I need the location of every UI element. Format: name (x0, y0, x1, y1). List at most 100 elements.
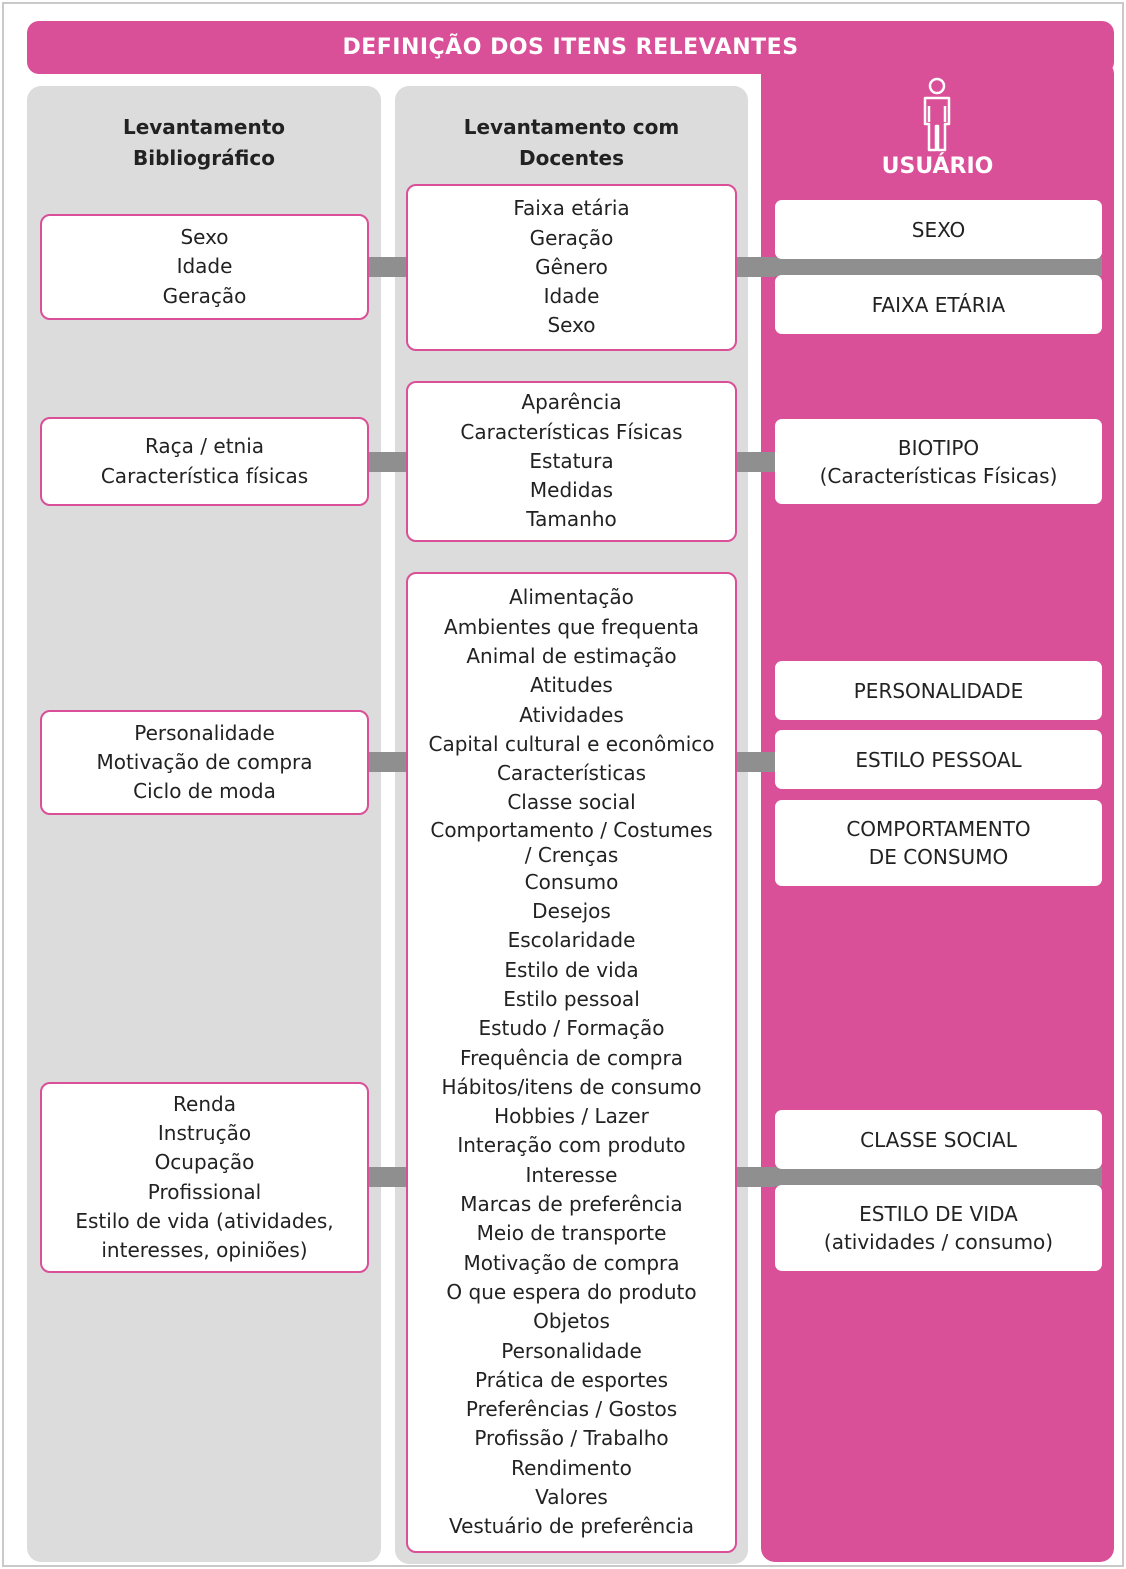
box-item: Característica físicas (100, 463, 309, 488)
connector (775, 1167, 1102, 1186)
usuario-box-comportamento-de-consumo: COMPORTAMENTO DE CONSUMO (775, 800, 1102, 886)
box-item: Frequência de compra (460, 1045, 683, 1070)
docentes-box-2: Aparência Características Físicas Estatu… (406, 381, 737, 542)
connector (775, 257, 1102, 276)
box-item: Motivação de compra (96, 749, 313, 774)
connector (1096, 257, 1102, 276)
box-item: Vestuário de preferência (448, 1514, 695, 1539)
box-item: Gênero (535, 254, 608, 279)
column-bibliografico (27, 86, 381, 1562)
box-item: Valores (535, 1485, 608, 1509)
box-item: Estatura (529, 448, 614, 473)
bibliografico-box-3: Personalidade Motivação de compra Ciclo … (40, 710, 369, 815)
box-item: (Características Físicas) (819, 463, 1058, 488)
box-item: Estilo de vida (504, 957, 639, 982)
header-line: Levantamento (122, 115, 286, 139)
box-item: interesses, opiniões) (101, 1238, 308, 1263)
box-item: Personalidade (501, 1338, 642, 1363)
box-item: Sexo (547, 313, 596, 338)
box-item: ESTILO DE VIDA (859, 1202, 1018, 1226)
connector (368, 257, 408, 277)
box-item: Marcas de preferência (460, 1192, 683, 1217)
box-item: PERSONALIDADE (853, 678, 1024, 703)
usuario-box-faixa-etaria: FAIXA ETÁRIA (775, 275, 1102, 334)
connector (735, 1167, 775, 1187)
box-item: CLASSE SOCIAL (860, 1127, 1017, 1152)
bibliografico-box-1: Sexo Idade Geração (40, 214, 369, 320)
connector (368, 752, 408, 772)
box-item: Alimentação (509, 585, 634, 610)
box-item: Animal de estimação (466, 643, 677, 668)
box-item: Rendimento (511, 1455, 632, 1480)
box-item: (atividades / consumo) (823, 1230, 1054, 1254)
box-item: Características Físicas (460, 419, 683, 444)
box-item: Estudo / Formação (478, 1016, 665, 1041)
usuario-box-estilo-pessoal: ESTILO PESSOAL (775, 730, 1102, 789)
column-header-bibliografico: Levantamento Bibliográfico (27, 112, 381, 174)
box-item: Geração (529, 225, 614, 250)
box-item: Hobbies / Lazer (494, 1104, 649, 1129)
bibliografico-box-4: Renda Instrução Ocupação Profissional Es… (40, 1082, 369, 1273)
column-header-docentes: Levantamento com Docentes (395, 112, 748, 174)
box-item: Profissional (147, 1179, 262, 1204)
box-item: Meio de transporte (476, 1221, 667, 1246)
box-item: Interesse (525, 1162, 618, 1187)
box-item: Ciclo de moda (133, 779, 276, 804)
box-item: Ocupação (154, 1150, 255, 1175)
usuario-box-sexo: SEXO (775, 200, 1102, 259)
box-item: Escolaridade (507, 928, 636, 953)
box-item: Desejos (532, 899, 611, 924)
box-item: SEXO (911, 217, 966, 242)
usuario-box-classe-social: CLASSE SOCIAL (775, 1110, 1102, 1169)
box-item: Renda (173, 1091, 236, 1116)
box-item: Interação com produto (457, 1133, 686, 1158)
header-line: Levantamento com (463, 115, 680, 139)
bibliografico-box-2: Raça / etnia Característica físicas (40, 417, 369, 506)
box-item: Tamanho (526, 507, 617, 532)
box-item: Geração (162, 283, 247, 308)
box-item: Sexo (180, 225, 229, 250)
box-item: ESTILO PESSOAL (855, 747, 1022, 772)
box-item: BIOTIPO (897, 435, 980, 460)
box-item: COMPORTAMENTO (846, 817, 1031, 841)
column-header-usuario: USUÁRIO (881, 154, 994, 179)
usuario-box-estilo-de-vida: ESTILO DE VIDA (atividades / consumo) (775, 1185, 1102, 1271)
box-item: / Crenças (524, 842, 619, 867)
box-item: Idade (176, 254, 233, 279)
box-item: Idade (543, 284, 600, 309)
box-item: Capital cultural e econômico (428, 731, 715, 756)
connector (735, 257, 775, 277)
box-item: Classe social (507, 790, 636, 815)
box-item: Faixa etária (513, 196, 630, 221)
box-item: FAIXA ETÁRIA (871, 292, 1006, 317)
connector (735, 752, 775, 772)
box-item: Ambientes que frequenta (444, 614, 699, 639)
connector (368, 452, 408, 472)
box-item: Estilo pessoal (503, 986, 640, 1011)
docentes-box-1: Faixa etária Geração Gênero Idade Sexo (406, 184, 737, 351)
box-item: DE CONSUMO (868, 845, 1009, 869)
box-item: Hábitos/itens de consumo (441, 1074, 702, 1099)
box-item: Instrução (157, 1120, 252, 1145)
person-icon (914, 76, 960, 154)
header-line: Bibliográfico (133, 146, 275, 170)
connector (735, 452, 775, 472)
box-item: Personalidade (134, 720, 275, 745)
box-item: Aparência (521, 390, 622, 415)
box-item: O que espera do produto (446, 1279, 697, 1304)
box-item: Raça / etnia (144, 434, 265, 459)
usuario-box-biotipo: BIOTIPO (Características Físicas) (775, 419, 1102, 504)
connector (1096, 1167, 1102, 1186)
header-line: Docentes (518, 146, 625, 170)
box-item: Objetos (533, 1309, 610, 1334)
box-item: Características (496, 761, 647, 786)
connector (368, 1167, 408, 1187)
box-item: Estilo de vida (atividades, (75, 1208, 334, 1233)
usuario-box-personalidade: PERSONALIDADE (775, 661, 1102, 720)
box-item: Consumo (524, 869, 619, 894)
docentes-box-3: Alimentação Ambientes que frequenta Anim… (406, 572, 737, 1553)
box-item: Atitudes (530, 673, 613, 698)
box-item: Preferências / Gostos (465, 1397, 678, 1422)
box-item: Profissão / Trabalho (474, 1426, 669, 1451)
